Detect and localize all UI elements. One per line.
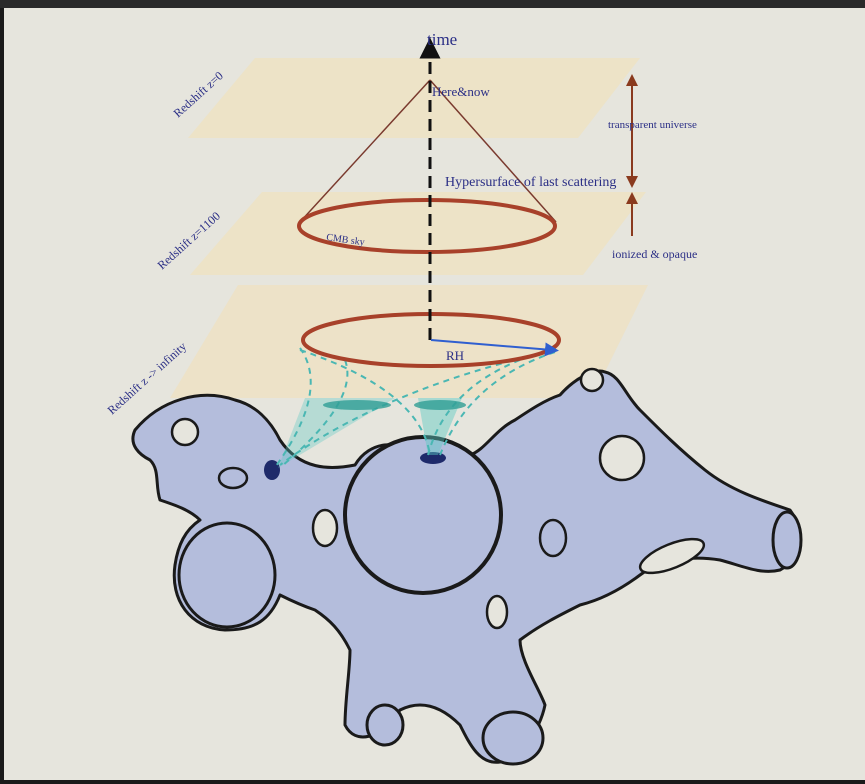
light-cone-base [414,400,466,410]
manifold-tube-end [773,512,801,568]
manifold-hole [172,419,198,445]
plane-z1100 [190,192,646,275]
here-now-label: Here&now [432,84,490,99]
manifold-hole [313,510,337,546]
manifold-hole [600,436,644,480]
manifold-handle [540,520,566,556]
radius-label: RH [446,348,464,363]
manifold-lobe [179,523,275,627]
manifold-handle [219,468,247,488]
manifold-hole [487,596,507,628]
light-cone-base [323,400,391,410]
transparent-universe-label: transparent universe [608,119,697,131]
manifold-tube-end [367,705,403,745]
manifold-tube-end [483,712,543,764]
top-bezel [0,0,865,8]
time-axis-label: time [427,30,457,49]
last-scattering-label: Hypersurface of last scattering [445,175,616,190]
opaque-phase-label: ionized & opaque [612,247,697,261]
manifold-hole [581,369,603,391]
